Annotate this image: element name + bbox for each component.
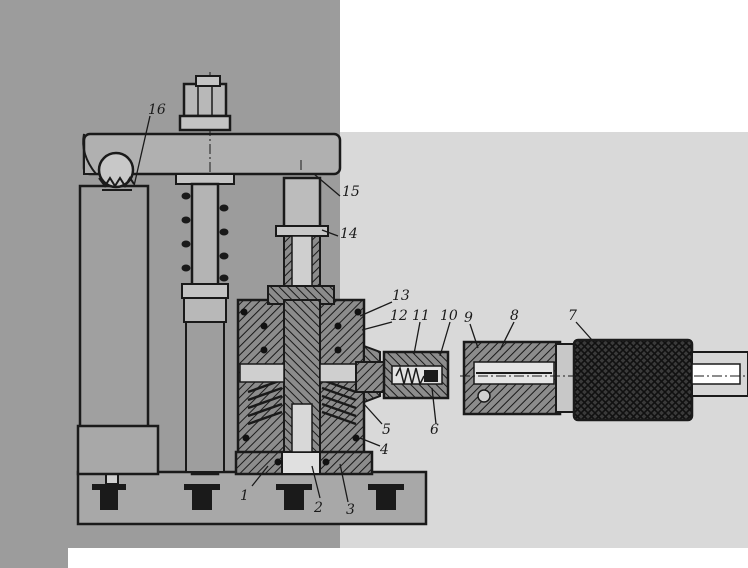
callout-3: 3	[346, 502, 355, 518]
micrometer-head	[460, 338, 748, 422]
callout-1: 1	[240, 488, 249, 504]
callout-10: 10	[440, 308, 458, 324]
o-ring-seals	[240, 308, 362, 466]
leader-lines	[133, 115, 593, 503]
callout-14: 14	[340, 226, 358, 242]
side-valve	[355, 350, 450, 400]
base-plate	[76, 463, 428, 526]
disc-spring-stack	[247, 378, 357, 426]
callout-5: 5	[382, 422, 391, 438]
callout-11: 11	[412, 308, 430, 324]
callout-4: 4	[379, 442, 389, 458]
callout-7: 7	[568, 308, 577, 324]
callout-13: 13	[392, 288, 410, 304]
callout-12: 12	[390, 308, 408, 324]
callout-15: 15	[342, 184, 360, 200]
callout-9: 9	[464, 310, 473, 326]
ball-support	[97, 151, 135, 191]
clamp-stud	[175, 72, 235, 476]
callout-8: 8	[510, 308, 519, 324]
callout-labels: 1 2 3 4 5 6 7 8 9 10 11 12 13 14 15 16	[148, 102, 577, 518]
callout-16: 16	[148, 102, 166, 118]
left-column	[76, 184, 160, 476]
callout-6: 6	[430, 422, 439, 438]
callout-2: 2	[313, 500, 323, 516]
